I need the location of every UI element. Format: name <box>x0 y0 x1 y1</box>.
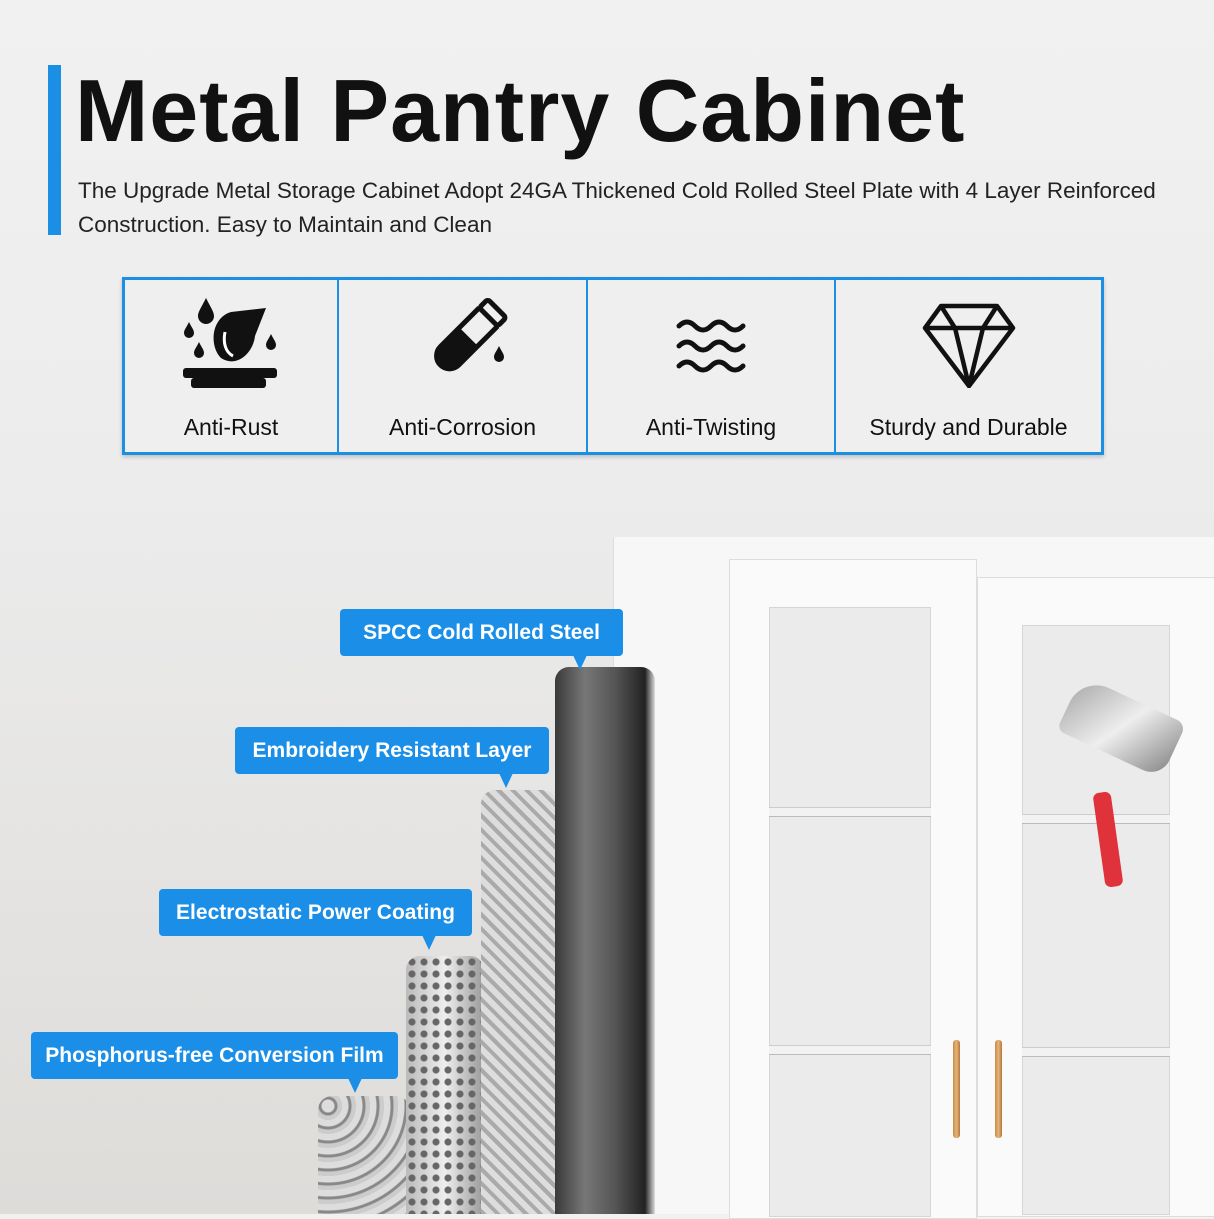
feature-panel: Anti-Rust Anti-Corrosion Anti-Twisting <box>122 277 1104 455</box>
callout-spcc-steel: SPCC Cold Rolled Steel <box>340 609 623 670</box>
feature-label: Sturdy and Durable <box>869 414 1068 440</box>
layer-resistant <box>481 790 556 1214</box>
feature-label: Anti-Twisting <box>645 414 777 440</box>
waves-icon <box>676 319 746 373</box>
accent-bar <box>48 65 61 235</box>
feature-sturdy-durable: Sturdy and Durable <box>836 280 1101 452</box>
callout-conversion-film: Phosphorus-free Conversion Film <box>31 1032 398 1093</box>
page-title: Metal Pantry Cabinet <box>75 61 966 160</box>
diamond-icon <box>922 303 1015 388</box>
cabinet-image <box>613 537 1214 1219</box>
layer-powder-coating <box>406 956 484 1214</box>
layer-cold-rolled-steel <box>555 667 655 1214</box>
callout-label: Embroidery Resistant Layer <box>252 738 532 762</box>
feature-anti-corrosion: Anti-Corrosion <box>339 280 588 452</box>
callout-resistant-layer: Embroidery Resistant Layer <box>235 727 549 788</box>
left-handle <box>953 1040 960 1138</box>
feature-anti-twisting: Anti-Twisting <box>588 280 836 452</box>
left-glass <box>769 607 931 1217</box>
feature-label: Anti-Corrosion <box>389 414 536 440</box>
page-subtitle: The Upgrade Metal Storage Cabinet Adopt … <box>78 178 1156 237</box>
feature-anti-rust: Anti-Rust <box>125 280 339 452</box>
callout-label: SPCC Cold Rolled Steel <box>363 620 600 644</box>
feature-label: Anti-Rust <box>183 414 279 440</box>
rust-drop-icon <box>183 298 277 388</box>
test-tube-icon <box>433 298 507 372</box>
callout-label: Electrostatic Power Coating <box>176 900 455 924</box>
callout-label: Phosphorus-free Conversion Film <box>45 1043 384 1067</box>
layer-phosphorus-film <box>318 1096 410 1214</box>
right-handle <box>995 1040 1002 1138</box>
callout-powder-coating: Electrostatic Power Coating <box>159 889 472 950</box>
